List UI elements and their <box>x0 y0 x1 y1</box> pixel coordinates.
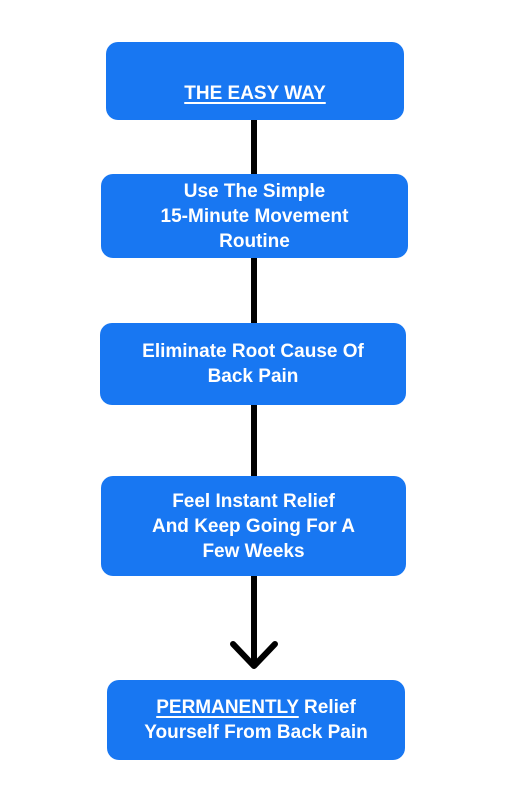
connector-2-3 <box>251 258 257 323</box>
step-1-label: THE EASY WAY <box>184 56 326 106</box>
connector-4-5 <box>251 576 257 666</box>
step-box-5: PERMANENTLY Relief Yourself From Back Pa… <box>107 680 405 760</box>
step-box-2: Use The Simple 15-Minute Movement Routin… <box>101 174 408 258</box>
step-box-4: Feel Instant Relief And Keep Going For A… <box>101 476 406 576</box>
step-5-text: Relief Yourself From Back Pain <box>144 697 368 743</box>
connector-3-4 <box>251 405 257 476</box>
step-5-label: PERMANENTLY Relief Yourself From Back Pa… <box>144 695 368 745</box>
step-1-underlined-text: THE EASY WAY <box>184 83 326 104</box>
step-box-1: THE EASY WAY <box>106 42 404 120</box>
step-5-underlined-text: PERMANENTLY <box>156 697 299 718</box>
step-2-label: Use The Simple 15-Minute Movement Routin… <box>160 180 349 252</box>
connector-1-2 <box>251 120 257 174</box>
arrow-down-icon <box>230 641 278 669</box>
step-box-3: Eliminate Root Cause Of Back Pain <box>100 323 406 405</box>
step-4-label: Feel Instant Relief And Keep Going For A… <box>151 490 355 562</box>
step-3-label: Eliminate Root Cause Of Back Pain <box>142 341 364 387</box>
